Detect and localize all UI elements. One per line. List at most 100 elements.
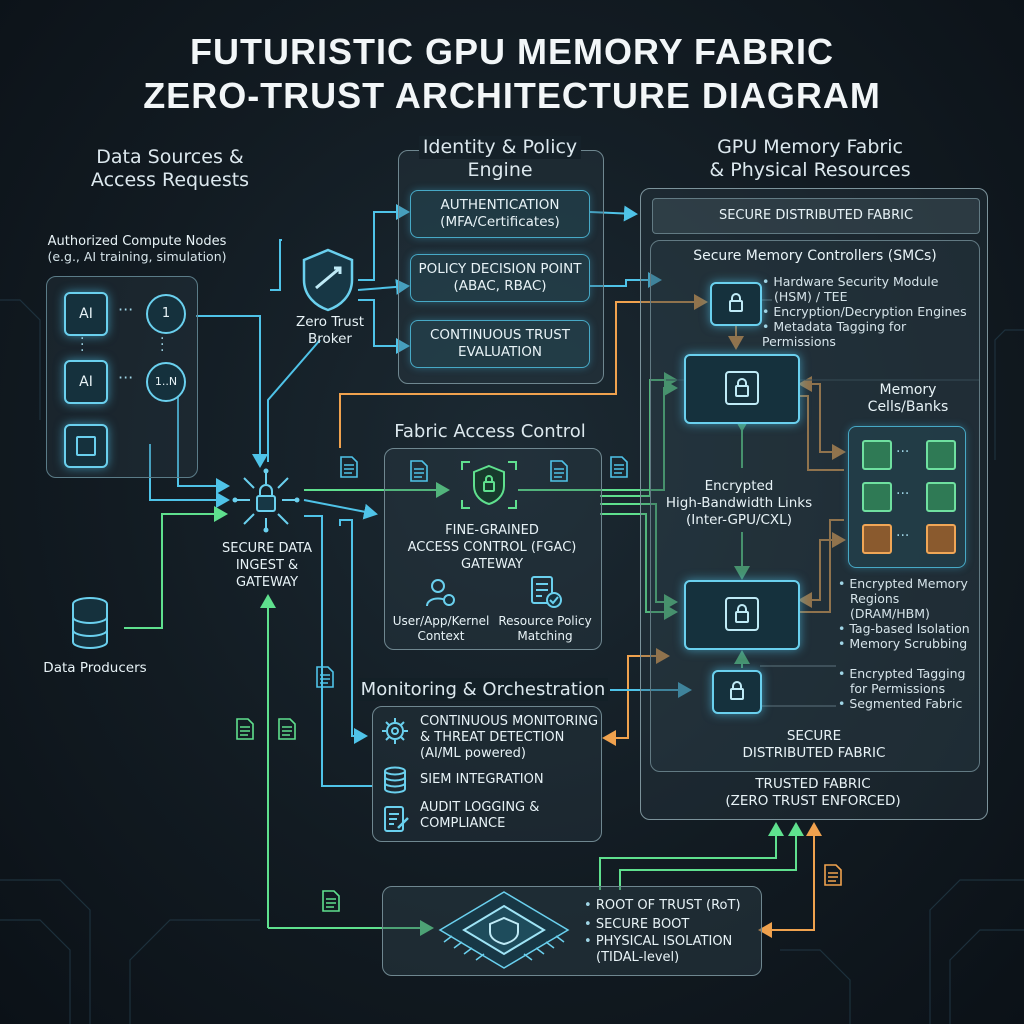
pdp-line1: POLICY DECISION POINT [418,261,582,277]
links-line3: (Inter-GPU/CXL) [686,512,792,528]
tagging-chip-icon[interactable] [712,670,762,714]
resource-line2: Matching [517,629,573,643]
document-icon [236,718,254,740]
auth-line1: AUTHENTICATION [440,197,560,213]
fgac-shield-icon[interactable] [458,458,520,512]
ai-chip-icon[interactable]: AI [64,360,108,404]
broker-line1: Zero Trust [295,314,365,330]
continuous-monitoring-item[interactable]: CONTINUOUS MONITORING & THREAT DETECTION… [420,714,600,762]
ellipsis-row-2: ··· [118,368,134,387]
user-context-label: User/App/Kernel Context [388,614,494,644]
heading-policy-line1: Identity & Policy [418,136,582,159]
encrypted-links-label: Encrypted High-Bandwidth Links (Inter-GP… [664,478,814,529]
memory-bullet-1: Regions (DRAM/HBM) [850,591,930,621]
tag-bullet-0: Encrypted Tagging [849,666,966,681]
trusted-fabric-footer: TRUSTED FABRIC (ZERO TRUST ENFORCED) [640,776,986,810]
user-ctx-line1: User/App/Kernel [392,614,490,628]
tag-bullet-encrypted: • Encrypted Tagging [838,666,966,681]
pdp-line2: (ABAC, RBAC) [453,278,547,294]
diagram-title: FUTURISTIC GPU MEMORY FABRIC ZERO-TRUST … [0,30,1024,118]
shield-icon[interactable] [296,246,360,314]
memory-cell[interactable] [862,440,892,470]
secure-boot-item: • SECURE BOOT [584,917,690,932]
root-of-trust-list: • ROOT OF TRUST (RoT) • SECURE BOOT • PH… [584,896,760,966]
smc-chip-lower[interactable] [684,580,800,650]
vertical-ellipsis-icon: ··· [80,331,85,359]
ai-chip-label: AI [79,374,93,390]
root-of-trust-chip-icon[interactable] [432,884,576,976]
memory-title-line1: Memory [879,382,937,398]
hsm-chip-icon[interactable] [710,282,762,326]
smc-bullet-list: • Hardware Security Module (HSM) / TEE •… [762,274,976,349]
links-line1: Encrypted [704,478,774,494]
tagging-bullet-list: • Encrypted Tagging for Permissions • Se… [838,666,978,711]
tag-bullet-1: for Permissions [850,681,946,696]
heading-gpu-fabric: GPU Memory Fabric & Physical Resources [690,136,930,182]
node-circle-last[interactable]: 1..N [146,362,186,402]
siem-integration-item[interactable]: SIEM INTEGRATION [420,772,544,787]
memory-bullet-isolation: • Tag-based Isolation [838,621,970,636]
fabric-header-text: SECURE DISTRIBUTED FABRIC [718,208,914,223]
ellipsis-icon: ··· [896,444,910,460]
resource-policy-label: Resource Policy Matching [492,614,598,644]
gateway-lock-icon[interactable] [230,466,302,534]
rot-item-2: PHYSICAL ISOLATION [595,934,733,949]
policy-decision-point-box[interactable]: POLICY DECISION POINT (ABAC, RBAC) [410,254,590,302]
audit-logging-item[interactable]: AUDIT LOGGING & COMPLIANCE [420,800,600,832]
smc-bullet-3: Metadata Tagging for Permissions [762,319,907,349]
smc-panel [650,240,980,772]
heading-data-sources-line1: Data Sources & [96,146,244,168]
siem-database-icon [384,766,406,794]
continuous-trust-evaluation-box[interactable]: CONTINUOUS TRUST EVALUATION [410,320,590,368]
memory-bullet-scrubbing: • Memory Scrubbing [838,636,968,651]
rot-item-1: SECURE BOOT [595,917,690,932]
chip-core-icon [76,436,96,456]
database-icon[interactable] [70,596,110,652]
audit-log-icon [384,806,409,832]
smc-bullet-encryption: • Encryption/Decryption Engines [762,304,967,319]
rot-item-3: (TIDAL-level) [596,950,680,965]
gateway-line3: GATEWAY [235,575,299,590]
physical-isolation-item: • PHYSICAL ISOLATION [584,934,733,949]
compute-nodes-title: Authorized Compute Nodes [47,234,227,249]
document-icon [278,718,296,740]
monitoring-line3: (AI/ML powered) [420,746,526,761]
trusted-footer-line1: TRUSTED FABRIC [755,776,871,792]
heading-data-sources: Data Sources & Access Requests [70,146,270,192]
ai-chip-icon[interactable]: AI [64,292,108,336]
memory-cell[interactable] [926,524,956,554]
cte-line2: EVALUATION [457,344,542,360]
memory-cell[interactable] [862,524,892,554]
compute-nodes-label: Authorized Compute Nodes (e.g., AI train… [22,234,252,264]
secure-distributed-fabric-footer: SECURE DISTRIBUTED FABRIC [650,728,978,762]
memory-title-line2: Cells/Banks [867,399,949,415]
memory-cell[interactable] [862,482,892,512]
ellipsis-icon: ··· [896,486,910,502]
memory-bullet-encrypted: • Encrypted Memory [838,576,968,591]
memory-bullet-0: Encrypted Memory [849,576,968,591]
audit-line2: COMPLIANCE [420,816,506,831]
trusted-footer-line2: (ZERO TRUST ENFORCED) [725,793,901,809]
fabric-footer-line1: SECURE [786,728,842,744]
authentication-box[interactable]: AUTHENTICATION (MFA/Certificates) [410,190,590,238]
monitoring-title: Monitoring & Orchestration [358,678,608,701]
node-circle-first[interactable]: 1 [146,294,186,334]
ellipsis-icon: ··· [896,528,910,544]
monitoring-panel [372,706,602,842]
smc-chip-upper[interactable] [684,354,800,424]
cte-line1: CONTINUOUS TRUST [429,327,571,343]
heading-fabric-line2: & Physical Resources [709,159,911,181]
document-icon [322,890,340,912]
memory-cell[interactable] [926,482,956,512]
gateway-line2: INGEST & [235,558,299,573]
fabric-access-title: Fabric Access Control [394,421,586,442]
chip-icon[interactable] [64,424,108,468]
document-icon [824,864,842,886]
memory-bullet-2: Tag-based Isolation [849,621,970,636]
memory-cell[interactable] [926,440,956,470]
node-last-label: 1..N [154,375,178,388]
vertical-ellipsis-icon: ··· [160,331,165,359]
memory-cells-title: Memory Cells/Banks [848,382,968,416]
rot-item: • ROOT OF TRUST (RoT) [584,898,741,913]
heading-data-sources-line2: Access Requests [90,169,250,191]
